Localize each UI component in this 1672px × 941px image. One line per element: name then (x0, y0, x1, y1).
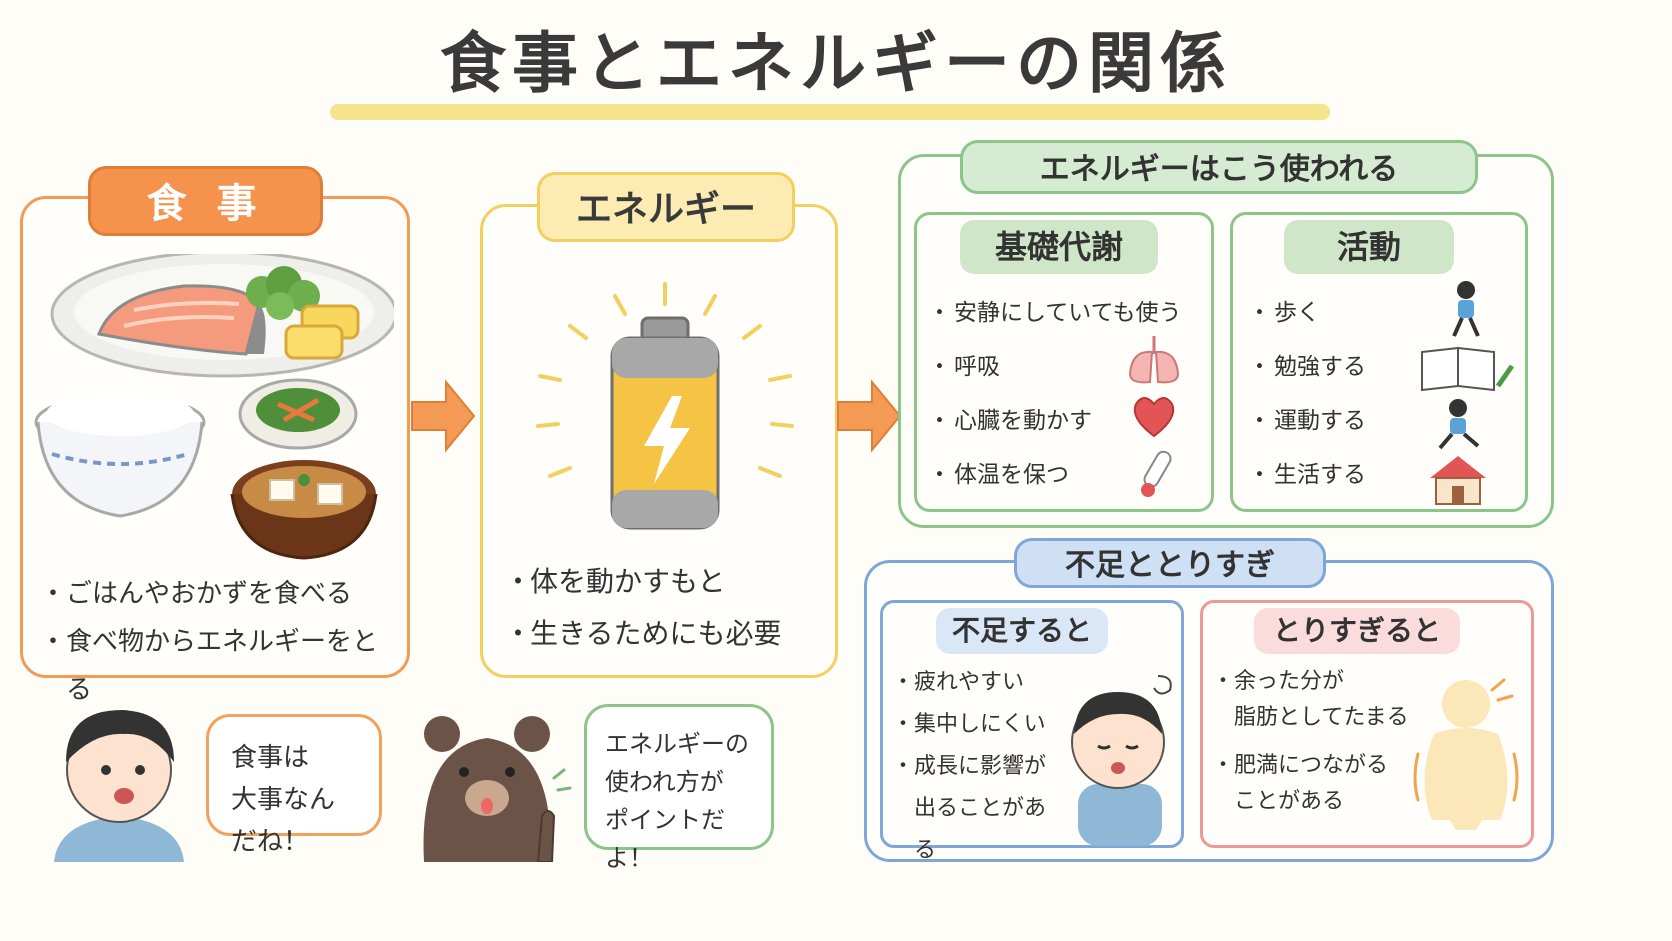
battery-illustration (536, 282, 794, 530)
boy-speech-line: 大事なんだね！ (231, 785, 336, 857)
list-item: 歩く (1248, 286, 1418, 340)
glow-rays-icon (536, 282, 794, 478)
arrow-right-icon (837, 379, 902, 453)
usage-header: エネルギーはこう使われる (960, 140, 1478, 194)
boy-character-icon (54, 710, 184, 862)
rice-bowl-icon (34, 392, 206, 518)
thermometer-icon (1141, 450, 1172, 497)
list-item: 体を動かすもと (504, 556, 834, 608)
bear-speech-line: ポイントだよ！ (605, 806, 725, 872)
food-bullets: ごはんやおかずを食べる 食べ物からエネルギーをとる (40, 570, 400, 714)
lack-header: 不足すると (936, 608, 1108, 654)
tamagoyaki-icon (284, 304, 360, 360)
energy-header: エネルギー (537, 172, 795, 242)
list-item: 体温を保つ (928, 448, 1208, 502)
bear-speech-line: エネルギーの (605, 730, 749, 758)
lack-list: ・疲れやすい ・集中しにくい ・成長に影響が 出ることがある (892, 662, 1062, 872)
activity-header: 活動 (1284, 220, 1454, 274)
boy-speech-bubble: 食事は 大事なんだね！ (206, 714, 382, 857)
lungs-icon (1128, 336, 1180, 384)
miso-soup-icon (230, 460, 378, 560)
list-item: ・余った分が (1212, 669, 1345, 694)
basal-icons (1128, 336, 1180, 497)
excess-header: とりすぎると (1254, 608, 1460, 654)
activity-list: 歩く 勉強する 運動する 生活する (1248, 286, 1418, 502)
list-item: 生きるためにも必要 (504, 608, 834, 660)
list-item: ・疲れやすい (892, 670, 1025, 695)
excess-list: ・余った分が 脂肪としてたまる ・肥満につながる ことがある (1212, 664, 1412, 820)
balance-header: 不足ととりすぎ (1014, 538, 1326, 588)
list-item: 生活する (1248, 448, 1418, 502)
bear-speech-bubble: エネルギーの 使われ方が ポイントだよ！ (584, 704, 774, 872)
bear-speech-line: 使われ方が (605, 768, 724, 796)
book-pencil-icon (1421, 346, 1515, 392)
boy-speech-line: 食事は (231, 743, 310, 773)
list-item: 運動する (1248, 394, 1418, 448)
list-item: ・肥満につながる (1212, 753, 1389, 778)
title-underline (330, 104, 1330, 120)
list-item: ・集中しにくい (892, 712, 1046, 737)
list-item: 出ることがある (914, 796, 1047, 863)
tired-kid-icon (1071, 675, 1172, 846)
broccoli-icon (246, 266, 320, 320)
list-item: 勉強する (1248, 340, 1418, 394)
activity-icons (1421, 281, 1515, 505)
list-item: 心臓を動かす (928, 394, 1208, 448)
heart-icon (1133, 397, 1175, 438)
arrow-right-icon (411, 379, 476, 453)
list-item: 安静にしていても使う (928, 286, 1208, 340)
list-item: 呼吸 (928, 340, 1208, 394)
house-icon (1430, 456, 1486, 505)
list-item: ごはんやおかずを食べる (40, 570, 400, 618)
fat-marks-icon (1413, 678, 1519, 802)
list-item: 脂肪としてたまる (1234, 705, 1409, 730)
battery-icon (610, 316, 720, 530)
body-figure-icon (1413, 678, 1519, 830)
basal-list: 安静にしていても使う 呼吸 心臓を動かす 体温を保つ (928, 286, 1208, 502)
page-title: 食事とエネルギーの関係 (440, 25, 1232, 102)
list-item: ことがある (1234, 789, 1345, 814)
walking-kid-icon (1452, 281, 1480, 337)
energy-bullets: 体を動かすもと 生きるためにも必要 (504, 556, 834, 660)
list-item: 食べ物からエネルギーをとる (40, 618, 400, 714)
list-item: ・成長に影響が (892, 754, 1047, 779)
running-kid-icon (1438, 399, 1480, 450)
basal-header: 基礎代謝 (960, 220, 1158, 274)
bear-character-icon (423, 716, 572, 862)
spinach-bowl-icon (238, 378, 358, 450)
food-header: 食 事 (88, 166, 323, 236)
meal-illustration (34, 254, 394, 560)
